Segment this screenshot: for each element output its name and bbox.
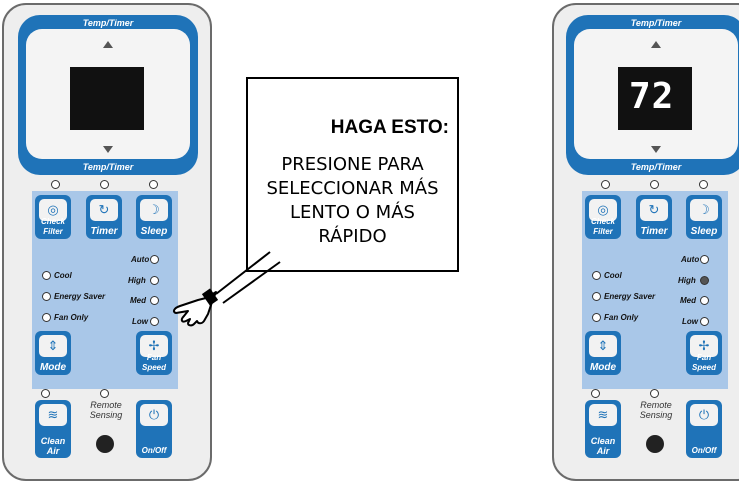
led-high-right [700,276,709,285]
fan-icon: ✢ [690,335,718,357]
mode-button[interactable]: ⇕ Mode [35,331,71,375]
led-energy-saver [42,292,51,301]
led-cool-right [592,271,601,280]
sleep-button[interactable]: ☽ Sleep [136,195,172,239]
on-off-button-right[interactable]: ⏻ On/Off [686,400,722,458]
display-frame-right: Temp/Timer 72 Temp/Timer [566,15,739,175]
filter-icon: ◎ [39,199,67,221]
sensor-window-right [646,435,664,453]
led-med [150,296,159,305]
led-timer [100,180,109,189]
on-off-button[interactable]: ⏻ On/Off [136,400,172,458]
led-low [150,317,159,326]
clean-air-button[interactable]: ≋ Clean Air [35,400,71,458]
led-cool [42,271,51,280]
power-icon: ⏻ [140,404,168,426]
mode-option-fan-only-right: Fan Only [604,313,639,322]
fan-icon: ✢ [140,335,168,357]
led-remote-sensing [100,389,109,398]
clean-air-button-right[interactable]: ≋ Clean Air [585,400,621,458]
mode-option-energy-saver-right: Energy Saver [604,292,656,301]
moon-icon: ☽ [140,199,168,221]
mode-option-energy-saver: Energy Saver [54,292,106,301]
temperature-readout: 72 [629,76,675,117]
down-arrow-icon[interactable] [103,146,113,153]
mode-arrows-icon: ⇕ [589,335,617,357]
filter-icon: ◎ [589,199,617,221]
remote-left: Temp/Timer Temp/Timer ◎ Check Filter ↻ T… [2,3,212,481]
fan-speed-button[interactable]: ✢ Fan Speed [136,331,172,375]
fan-option-high-right: High [678,276,696,285]
led-clean-air-right [591,389,600,398]
moon-icon: ☽ [690,199,718,221]
callout-body: PRESIONE PARA SELECCIONAR MÁS LENTO O MÁ… [266,154,439,247]
display-screen [70,67,144,130]
display-screen-right: 72 [618,67,692,130]
timer-icon: ↻ [90,199,118,221]
remote-sensing-label: Remote Sensing [89,400,123,420]
down-arrow-icon-right[interactable] [651,146,661,153]
timer-button[interactable]: ↻ Timer [86,195,122,239]
led-check-filter-right [601,180,610,189]
up-arrow-icon-right[interactable] [651,41,661,48]
fan-option-high: High [128,276,146,285]
power-icon: ⏻ [690,404,718,426]
led-check-filter [51,180,60,189]
fan-option-low-right: Low [682,317,698,326]
mode-arrows-icon: ⇕ [39,335,67,357]
mode-option-cool-right: Cool [604,271,622,280]
fan-speed-button-right[interactable]: ✢ Fan Speed [686,331,722,375]
display-frame: Temp/Timer Temp/Timer [18,15,198,175]
timer-button-right[interactable]: ↻ Timer [636,195,672,239]
led-high [150,276,159,285]
led-auto [150,255,159,264]
display-inner-right: 72 [574,29,738,159]
led-med-right [700,296,709,305]
remote-sensing-label-right: Remote Sensing [639,400,673,420]
fan-option-med: Med [130,296,146,305]
clean-air-icon: ≋ [589,404,617,426]
mode-option-cool: Cool [54,271,72,280]
led-remote-sensing-right [650,389,659,398]
led-clean-air [41,389,50,398]
remote-right: Temp/Timer 72 Temp/Timer ◎ Check Filter … [552,3,739,481]
pointing-hand-icon [172,288,218,327]
display-inner [26,29,190,159]
led-low-right [700,317,709,326]
temp-timer-label-bottom-right: Temp/Timer [630,162,682,172]
led-sleep-right [699,180,708,189]
up-arrow-icon[interactable] [103,41,113,48]
timer-icon: ↻ [640,199,668,221]
led-energy-saver-right [592,292,601,301]
fan-option-auto: Auto [131,255,150,264]
led-sleep [149,180,158,189]
callout-title: HAGA ESTO: [330,117,449,138]
temp-timer-label-bottom: Temp/Timer [82,162,134,172]
led-auto-right [700,255,709,264]
sleep-button-right[interactable]: ☽ Sleep [686,195,722,239]
fan-option-auto-right: Auto [681,255,700,264]
mode-button-right[interactable]: ⇕ Mode [585,331,621,375]
check-filter-button-right[interactable]: ◎ Check Filter [585,195,621,239]
led-fan-only-right [592,313,601,322]
fan-option-low: Low [132,317,148,326]
check-filter-button[interactable]: ◎ Check Filter [35,195,71,239]
led-fan-only [42,313,51,322]
sensor-window [96,435,114,453]
temp-timer-label-top-right: Temp/Timer [630,18,682,28]
instruction-callout: HAGA ESTO: PRESIONE PARA SELECCIONAR MÁS… [246,77,459,272]
led-timer-right [650,180,659,189]
mode-option-fan-only: Fan Only [54,313,89,322]
fan-option-med-right: Med [680,296,696,305]
clean-air-icon: ≋ [39,404,67,426]
temp-timer-label-top: Temp/Timer [82,18,134,28]
